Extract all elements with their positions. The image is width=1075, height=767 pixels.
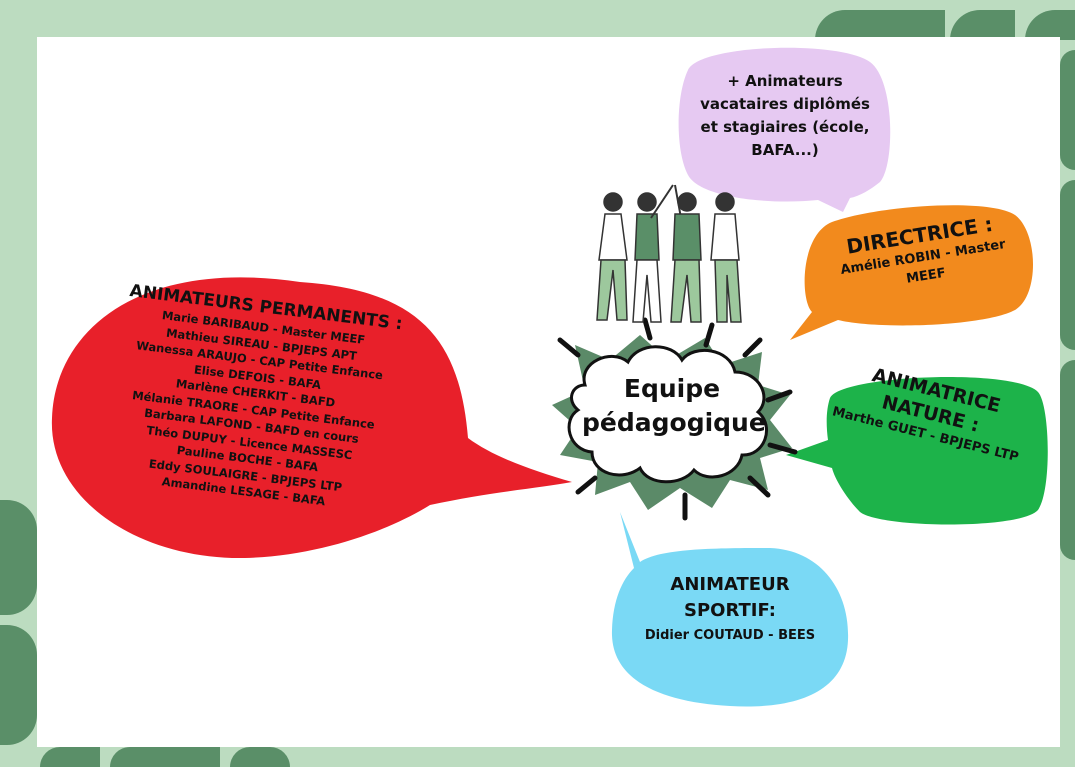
person-head — [677, 192, 697, 212]
person-head — [715, 192, 735, 212]
center-cloud — [567, 345, 769, 484]
deco-shape-left-2 — [0, 625, 37, 745]
vacataires-line: vacataires diplômés — [700, 95, 870, 113]
burst-ray — [557, 337, 581, 358]
deco-shape-bottom-2 — [110, 747, 220, 767]
person-body — [634, 213, 660, 261]
person-legs — [632, 259, 662, 323]
burst-ray — [767, 442, 798, 455]
burst-ray — [765, 389, 793, 403]
team-high-five-illustration — [596, 184, 742, 323]
person-legs — [670, 259, 702, 323]
person-body — [672, 213, 702, 261]
burst-ray — [747, 475, 771, 498]
burst-ray — [703, 322, 715, 348]
center-title: Equipe pédagogique — [582, 372, 766, 440]
bubble-directrice — [790, 205, 1034, 340]
burst-ray — [575, 475, 598, 495]
center-title-line-2: pédagogique — [582, 408, 766, 437]
sportif-title: SPORTIF: — [684, 600, 776, 621]
person-legs — [596, 259, 628, 321]
sportif-text: ANIMATEUR SPORTIF: Didier COUTAUD - BEES — [625, 572, 835, 648]
person-head — [603, 192, 623, 212]
vacataires-line: et stagiaires (école, — [700, 118, 870, 136]
deco-shape-top-right-1 — [815, 10, 945, 40]
sportif-line: Didier COUTAUD - BEES — [644, 628, 816, 643]
deco-shape-right-1 — [1060, 50, 1075, 170]
center-title-line-1: Equipe — [623, 374, 721, 403]
person-body — [598, 213, 628, 261]
vacataires-text: + Animateurs vacataires diplômés et stag… — [690, 70, 880, 162]
sportif-title: ANIMATEUR — [670, 574, 790, 595]
bubble-sportif — [611, 512, 849, 707]
permanents-text: ANIMATEURS PERMANENTS : Marie BARIBAUD -… — [74, 275, 437, 520]
deco-shape-right-3 — [1060, 360, 1075, 560]
vacataires-line: BAFA...) — [751, 141, 819, 159]
bubble-permanents — [51, 277, 572, 559]
deco-shape-right-2 — [1060, 180, 1075, 350]
deco-shape-left-1 — [0, 500, 37, 615]
bubble-vacataires — [678, 47, 891, 212]
person-head — [637, 192, 657, 212]
burst-ray — [742, 337, 763, 358]
deco-shape-bottom-3 — [230, 747, 290, 767]
bubble-nature — [786, 377, 1048, 525]
person-legs — [714, 259, 742, 323]
deco-shape-bottom-1 — [40, 747, 100, 767]
burst-ray — [642, 317, 653, 341]
vacataires-line: + Animateurs — [727, 72, 843, 90]
person-body — [710, 213, 740, 261]
